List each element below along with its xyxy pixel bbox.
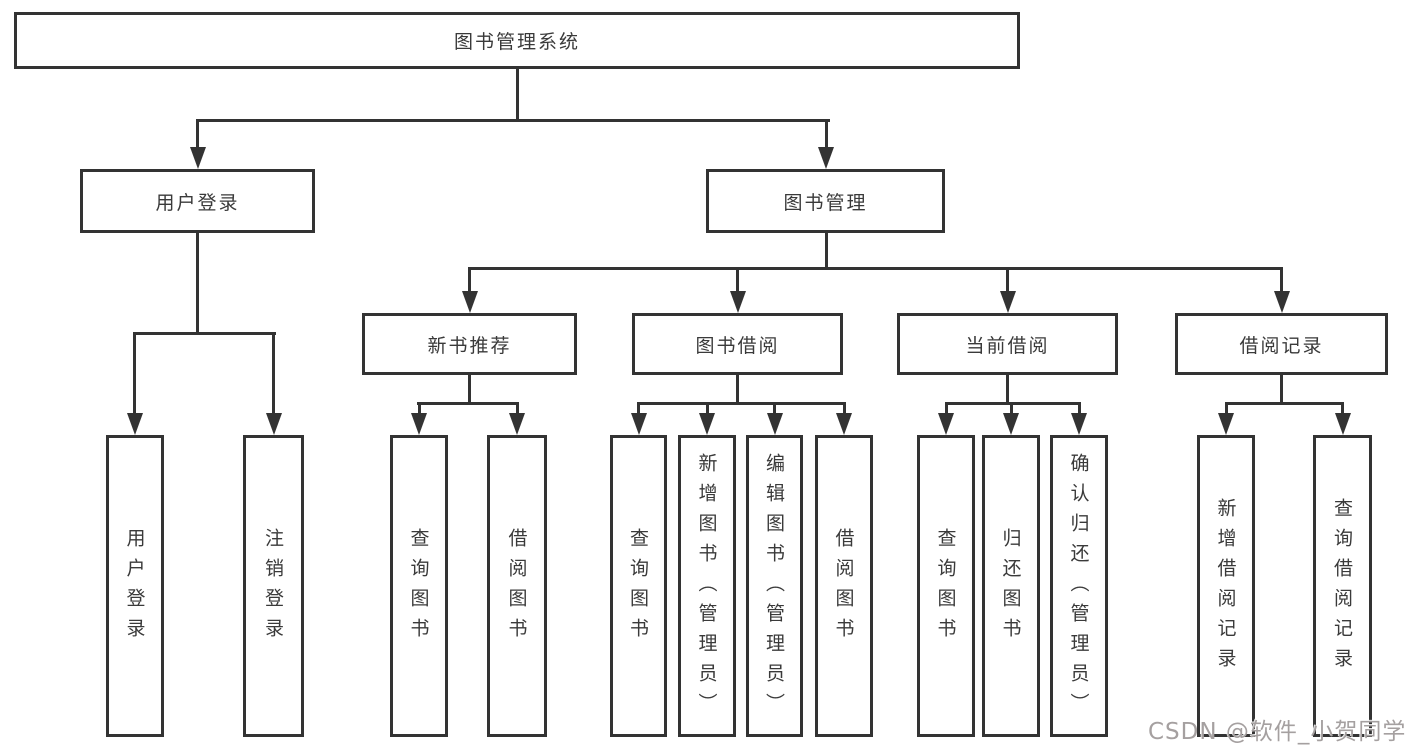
connector-line <box>1006 375 1009 405</box>
connector-line <box>945 404 948 414</box>
connector-line <box>825 233 828 270</box>
leaf-add-borrow-record: 新增借阅记录 <box>1197 435 1255 737</box>
arrowhead-down-icon <box>1218 413 1234 435</box>
connector-line <box>825 121 828 148</box>
connector-line <box>1078 404 1081 414</box>
connector-line <box>133 332 276 335</box>
connector-line <box>945 402 1081 405</box>
connector-line <box>706 404 709 414</box>
arrowhead-down-icon <box>462 291 478 313</box>
connector-line <box>1280 269 1283 292</box>
leaf-add-books-admin: 新增图书（管理员） <box>678 435 736 737</box>
arrowhead-down-icon <box>1000 291 1016 313</box>
leaf-query-borrow-record: 查询借阅记录 <box>1313 435 1372 737</box>
node-book-borrowing: 图书借阅 <box>632 313 843 375</box>
arrowhead-down-icon <box>190 147 206 169</box>
arrowhead-down-icon <box>938 413 954 435</box>
node-current-borrowing: 当前借阅 <box>897 313 1118 375</box>
leaf-user-login: 用户登录 <box>106 435 164 737</box>
node-borrowing-records: 借阅记录 <box>1175 313 1388 375</box>
connector-line <box>196 121 199 148</box>
leaf-borrow-books: 借阅图书 <box>815 435 873 737</box>
connector-line <box>468 269 471 292</box>
arrowhead-down-icon <box>699 413 715 435</box>
arrowhead-down-icon <box>266 413 282 435</box>
arrowhead-down-icon <box>818 147 834 169</box>
arrowhead-down-icon <box>1003 413 1019 435</box>
connector-line <box>516 404 519 414</box>
leaf-logout: 注销登录 <box>243 435 304 737</box>
connector-line <box>417 402 519 405</box>
arrowhead-down-icon <box>1274 291 1290 313</box>
connector-line <box>1225 404 1228 414</box>
leaf-query-books-recommend: 查询图书 <box>390 435 448 737</box>
connector-line <box>468 267 1283 270</box>
connector-line <box>133 332 136 414</box>
connector-line <box>196 233 199 334</box>
connector-line <box>773 404 776 414</box>
node-user-login: 用户登录 <box>80 169 315 233</box>
connector-line <box>736 375 739 405</box>
arrowhead-down-icon <box>509 413 525 435</box>
arrowhead-down-icon <box>1335 413 1351 435</box>
connector-line <box>843 404 846 414</box>
leaf-return-books: 归还图书 <box>982 435 1040 737</box>
arrowhead-down-icon <box>411 413 427 435</box>
leaf-confirm-return-admin: 确认归还（管理员） <box>1050 435 1108 737</box>
leaf-query-books-borrow: 查询图书 <box>610 435 667 737</box>
connector-line <box>1010 404 1013 414</box>
connector-line <box>736 269 739 292</box>
connector-line <box>418 404 421 414</box>
node-new-book-recommendation: 新书推荐 <box>362 313 577 375</box>
connector-line <box>272 332 275 414</box>
arrowhead-down-icon <box>730 291 746 313</box>
arrowhead-down-icon <box>836 413 852 435</box>
connector-line <box>196 119 830 122</box>
node-library-system: 图书管理系统 <box>14 12 1020 69</box>
arrowhead-down-icon <box>1071 413 1087 435</box>
node-book-management: 图书管理 <box>706 169 945 233</box>
connector-line <box>1341 404 1344 414</box>
arrowhead-down-icon <box>127 413 143 435</box>
connector-line <box>1006 269 1009 292</box>
leaf-edit-books-admin: 编辑图书（管理员） <box>746 435 803 737</box>
arrowhead-down-icon <box>767 413 783 435</box>
csdn-watermark: CSDN @软件_小贺同学 <box>1148 719 1405 745</box>
leaf-query-books-current: 查询图书 <box>917 435 975 737</box>
leaf-borrow-books-recommend: 借阅图书 <box>487 435 547 737</box>
arrowhead-down-icon <box>631 413 647 435</box>
connector-line <box>1280 375 1283 405</box>
connector-line <box>637 404 640 414</box>
connector-line <box>468 375 471 405</box>
connector-line <box>1225 402 1344 405</box>
connector-line <box>516 68 519 121</box>
connector-line <box>637 402 846 405</box>
